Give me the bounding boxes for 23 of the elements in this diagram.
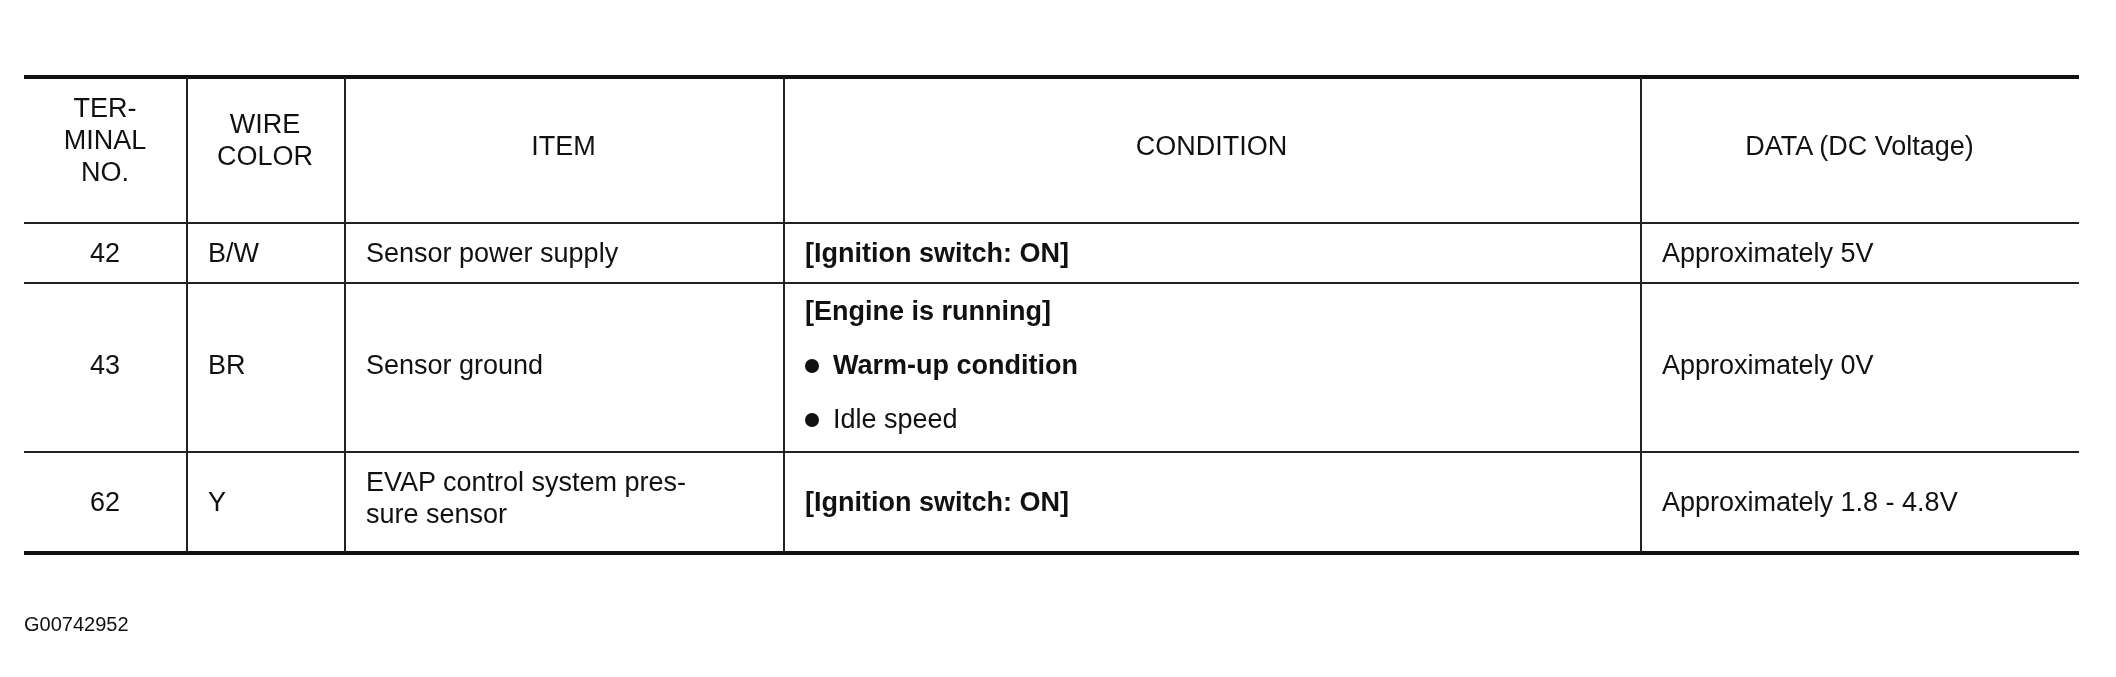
table-cell: BR — [208, 349, 246, 381]
header-cell-text: WIRE COLOR — [216, 108, 314, 172]
bullet-item: Warm-up condition — [833, 349, 1078, 381]
table-cell: [Ignition switch: ON] — [805, 237, 1069, 269]
bullet-item: Idle speed — [833, 403, 958, 435]
table-cell-text: 62 — [88, 486, 121, 518]
table-cell: Y — [208, 486, 226, 518]
table-cell: B/W — [208, 237, 259, 269]
header-cell-text: DATA (DC Voltage) — [1744, 130, 1975, 162]
table-cell: Approximately 0V — [1662, 349, 1874, 381]
table-cell: Sensor power supply — [366, 237, 619, 269]
header-cell-text: CONDITION — [1134, 130, 1289, 162]
table-cell: [Ignition switch: ON] — [805, 486, 1069, 518]
table-cell-text: 43 — [88, 349, 121, 381]
table-cell-text: EVAP control system pres- sure sensor — [366, 466, 688, 530]
table-cell: Approximately 5V — [1662, 237, 1874, 269]
figure-code: G00742952 — [24, 612, 129, 637]
header-cell-text: TER- MINAL NO. — [62, 92, 148, 188]
table-cell-text: 42 — [88, 237, 121, 269]
table-cell: Approximately 1.8 - 4.8V — [1662, 486, 1958, 518]
table-cell: Sensor ground — [366, 349, 544, 381]
table-cell: [Engine is running] — [805, 295, 1051, 327]
header-cell-text: ITEM — [530, 130, 597, 162]
